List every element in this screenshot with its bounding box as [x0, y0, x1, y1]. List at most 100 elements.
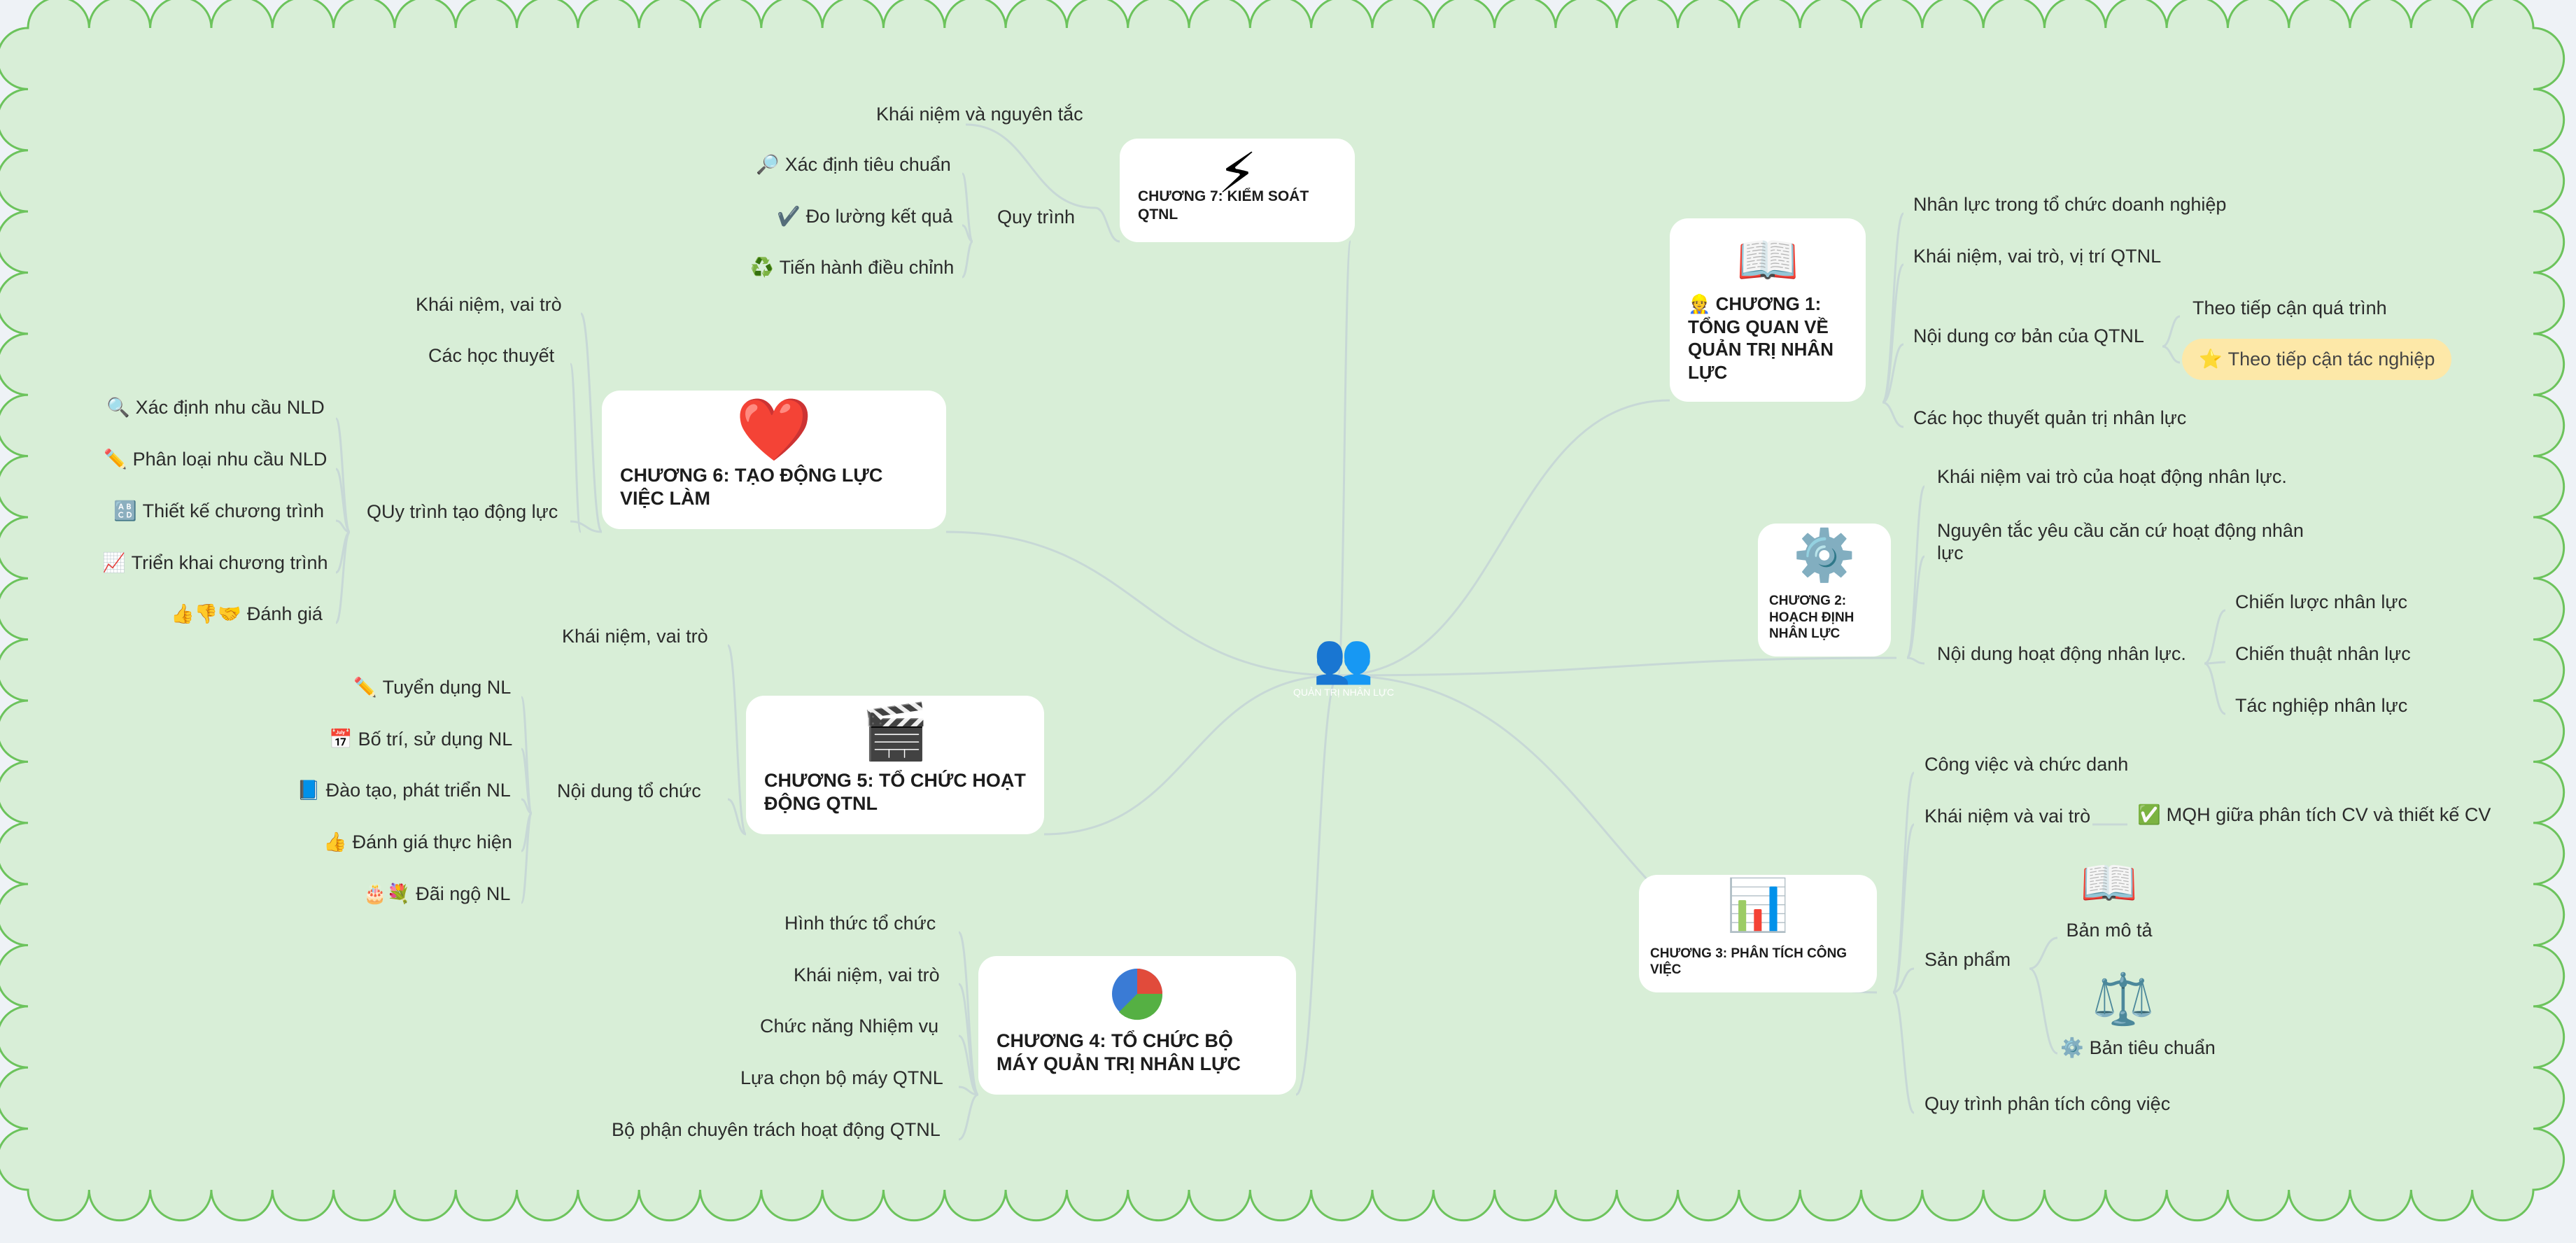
connector-line — [1882, 401, 1904, 428]
ch3-products[interactable]: Sản phẩm — [1924, 949, 2011, 970]
topic-chapter-2[interactable]: ⚙️ CHƯƠNG 2: HOẠCH ĐỊNH NHÂN LỰC — [1758, 524, 1891, 656]
ch3-concept[interactable]: Khái niệm và vai trò — [1924, 806, 2091, 827]
ch5-concept[interactable]: Khái niệm, vai trò — [562, 626, 708, 647]
ch6-step-2[interactable]: ✏️Phân loại nhu cầu NLD — [104, 449, 328, 470]
ch5-item-2[interactable]: 📅Bố trí, sử dụng NL — [329, 729, 513, 750]
ch1-operation-approach[interactable]: ⭐Theo tiếp cận tác nghiệp — [2182, 339, 2452, 380]
ch6-step-5[interactable]: 👍👎🤝Đánh giá — [171, 603, 323, 624]
connector-line — [957, 983, 980, 1096]
topic-label: CHƯƠNG 3: PHÂN TÍCH CÔNG VIỆC — [1650, 946, 1847, 978]
magnifier-icon: 🔎 — [756, 154, 780, 175]
book-icon: 📘 — [297, 780, 321, 801]
topic-chapter-5[interactable]: 🎬 CHƯƠNG 5: TỔ CHỨC HOẠT ĐỘNG QTNL — [746, 696, 1044, 834]
connector-line — [1892, 991, 1915, 1114]
ch4-concept[interactable]: Khái niệm, vai trò — [794, 964, 940, 985]
ch6-step-4[interactable]: 📈Triển khai chương trình — [102, 552, 328, 573]
topic-label: CHƯƠNG 4: TỔ CHỨC BỘ MÁY QUẢN TRỊ NHÂN L… — [997, 1030, 1241, 1075]
ch5-content[interactable]: Nội dung tổ chức — [557, 780, 701, 801]
topic-chapter-6[interactable]: ❤️ CHƯƠNG 6: TẠO ĐỘNG LỰC VIỆC LÀM — [602, 391, 946, 529]
ch7-step-3[interactable]: ♻️Tiến hành điều chỉnh — [750, 257, 955, 278]
topic-chapter-3[interactable]: 📊 CHƯƠNG 3: PHÂN TÍCH CÔNG VIỆC — [1639, 875, 1877, 992]
ch2-content[interactable]: Nội dung hoạt động nhân lực. — [1937, 643, 2186, 664]
magnifier-icon: 🔍 — [106, 397, 130, 418]
connector-line — [1906, 656, 1925, 665]
ch1-concept[interactable]: Khái niệm, vai trò, vị trí QTNL — [1913, 246, 2162, 267]
connector-line — [1882, 343, 1904, 404]
ch2-tactic[interactable]: Chiến thuật nhân lực — [2235, 643, 2411, 664]
ch5-item-5[interactable]: 🎂💐Đãi ngộ NL — [363, 883, 511, 904]
ch7-step-2[interactable]: ✔️Đo lường kết quả — [777, 206, 953, 227]
ch6-step-1[interactable]: 🔍Xác định nhu cầu NLD — [106, 397, 325, 418]
connector-line — [569, 363, 582, 533]
topic-label: CHƯƠNG 7: KIỂM SOÁT QTNL — [1138, 188, 1309, 223]
ch6-concept[interactable]: Khái niệm, vai trò — [416, 294, 562, 315]
topic-chapter-1[interactable]: 📖 👷 CHƯƠNG 1: TỔNG QUAN VỀ QUẢN TRỊ NHÂN… — [1670, 218, 1866, 402]
connector-lines — [335, 123, 2226, 1141]
recycle-icon: ♻️ — [750, 257, 774, 278]
connector-line — [520, 812, 533, 904]
ch1-process-approach[interactable]: Theo tiếp cận quá trình — [2193, 297, 2387, 318]
connector-line — [2029, 967, 2058, 1055]
ch2-concept[interactable]: Khái niệm vai trò của hoạt động nhân lực… — [1937, 466, 2287, 487]
ch4-department[interactable]: Bộ phận chuyên trách hoạt động QTNL — [612, 1119, 941, 1140]
ch2-principles[interactable]: Nguyên tắc yêu cầu căn cứ hoạt động nhân… — [1937, 520, 2304, 564]
connector-line — [2162, 345, 2181, 364]
ch4-choice[interactable]: Lựa chọn bộ máy QTNL — [740, 1067, 943, 1088]
central-caption: QUẢN TRỊ NHÂN LỰC — [1293, 687, 1394, 698]
ch2-strategy[interactable]: Chiến lược nhân lực — [2235, 591, 2407, 612]
ch3-job-title[interactable]: Công việc và chức danh — [1924, 754, 2129, 775]
user-icon: 👥 — [1313, 631, 1374, 685]
lightning-icon: ⚡ — [1217, 142, 1258, 204]
pencil-icon: ✏️ — [104, 449, 127, 470]
input-icon: 🔠 — [113, 500, 137, 521]
ch7-process[interactable]: Quy trình — [997, 206, 1076, 227]
connector-line — [2204, 609, 2226, 665]
ch5-item-1[interactable]: ✏️Tuyển dụng NL — [353, 677, 512, 698]
ch6-process[interactable]: QUy trình tạo động lực — [367, 501, 558, 522]
connector-line — [1892, 823, 1915, 994]
calendar-icon: 📅 — [329, 729, 353, 750]
ch7-step-1[interactable]: 🔎Xác định tiêu chuẩn — [756, 154, 951, 175]
pie-chart-icon — [1109, 966, 1165, 1031]
ch3-process[interactable]: Quy trình phân tích công việc — [1924, 1093, 2171, 1114]
topic-label: CHƯƠNG 5: TỔ CHỨC HOẠT ĐỘNG QTNL — [764, 769, 1026, 815]
ch6-theories[interactable]: Các học thuyết — [428, 345, 555, 366]
book-icon: 📖 — [2080, 857, 2139, 908]
thumbs-icon: 👍👎🤝 — [171, 603, 241, 624]
hat-icon: 👷 — [1688, 293, 1716, 314]
heart-icon: ❤️ — [736, 395, 812, 464]
ch6-step-3[interactable]: 🔠Thiết kế chương trình — [113, 500, 325, 521]
ch4-function[interactable]: Chức năng Nhiệm vụ — [760, 1016, 939, 1037]
topic-chapter-7[interactable]: ⚡ CHƯƠNG 7: KIỂM SOÁT QTNL — [1120, 139, 1355, 242]
ch3-job-standard[interactable]: ⚖️ ⚙️Bản tiêu chuẩn — [2060, 971, 2216, 1058]
ch1-content[interactable]: Nội dung cơ bản của QTNL — [1913, 325, 2144, 346]
connector-line — [958, 1093, 979, 1141]
connector-line — [2029, 936, 2058, 970]
ch1-theories[interactable]: Các học thuyết quản trị nhân lực — [1913, 407, 2187, 428]
ch5-item-4[interactable]: 👍Đánh giá thực hiện — [323, 831, 512, 852]
connector-line — [1881, 263, 1905, 404]
ch2-operation[interactable]: Tác nghiệp nhân lực — [2235, 695, 2408, 716]
ch1-workforce[interactable]: Nhân lực trong tổ chức doanh nghiệp — [1913, 194, 2227, 215]
connector-line — [1337, 399, 1670, 677]
star-icon: ⭐ — [2199, 349, 2223, 370]
connector-line — [579, 312, 603, 533]
central-topic[interactable]: 👥 QUẢN TRỊ NHÂN LỰC — [1274, 633, 1414, 698]
cake-gift-icon: 🎂💐 — [363, 883, 411, 904]
connector-line — [1043, 674, 1339, 836]
ch3-job-description[interactable]: 📖 Bản mô tả — [2060, 859, 2158, 940]
topic-chapter-4[interactable]: CHƯƠNG 4: TỔ CHỨC BỘ MÁY QUẢN TRỊ NHÂN L… — [978, 956, 1296, 1095]
ch7-concept[interactable]: Khái niệm và nguyên tắc — [876, 104, 1083, 125]
chart-icon: 📊 — [1726, 878, 1789, 934]
connector-line — [570, 520, 603, 533]
connector-line — [2204, 662, 2226, 715]
ch3-relation[interactable]: ✅MQH giữa phân tích CV và thiết kế CV — [2137, 804, 2491, 825]
connector-line — [1295, 674, 1339, 1096]
ch5-item-3[interactable]: 📘Đào tạo, phát triển NL — [297, 780, 511, 801]
connector-line — [2162, 315, 2181, 348]
ch4-form[interactable]: Hình thức tổ chức — [784, 913, 936, 934]
book-icon: 📖 — [1736, 232, 1799, 288]
gear-icon: ⚙️ — [1793, 528, 1856, 584]
